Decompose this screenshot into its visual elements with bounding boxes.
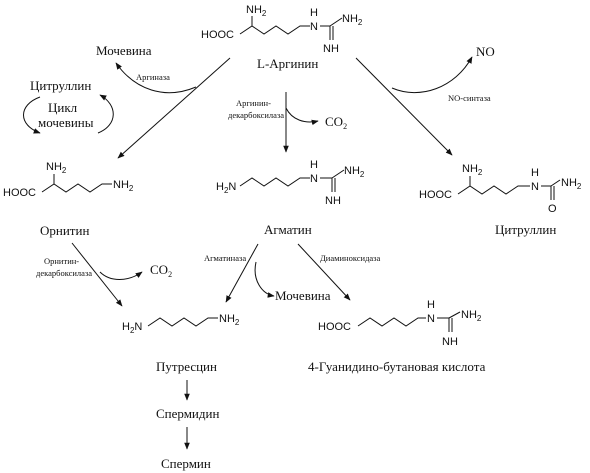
agmatine-h2n: H2N: [216, 181, 236, 195]
urea-release-arrow-2: [254, 261, 275, 298]
ornithine-delta-nh2: NH2: [113, 179, 134, 193]
ornithine-cooh: HOOC: [3, 187, 36, 199]
adc-label-line1: Аргинин-: [236, 98, 271, 108]
co2-label-1: CO2: [325, 114, 347, 131]
arginine-cooh: HOOC: [201, 29, 234, 41]
spermidine-label: Спермидин: [156, 406, 219, 421]
putrescine-label: Путресцин: [156, 359, 217, 374]
agmatine-h: H: [310, 159, 318, 171]
arginine-alpha-nh2: NH2: [246, 4, 267, 18]
arginine-structure: HOOC NH2 N H NH2 NH: [201, 4, 363, 55]
co2-release-arrow-2: [99, 271, 143, 280]
arginine-h: H: [310, 7, 318, 19]
arginine-to-ornithine-arrow: [117, 57, 231, 159]
gbutanoic-nh: N: [427, 313, 435, 325]
co2-release-arrow-1: [285, 107, 319, 126]
no-release-arrow: [391, 56, 473, 94]
no-label: NO: [476, 44, 495, 59]
diamine-oxidase-label: Диаминоксидаза: [320, 253, 381, 263]
citrulline-alpha-nh2: NH2: [462, 163, 483, 177]
gbutanoic-cooh: HOOC: [318, 321, 351, 333]
putrescine-structure: H2N NH2: [122, 313, 240, 335]
cycle-label-line2: мочевины: [38, 115, 94, 130]
citrulline-cooh: HOOC: [419, 189, 452, 201]
cycle-arrow-left: [23, 96, 41, 134]
ornithine-structure: HOOC NH2 NH2: [3, 161, 134, 199]
odc-label-line2: декарбоксилаза: [36, 268, 92, 278]
co2-label-2: CO2: [150, 262, 172, 279]
cycle-label-line1: Цикл: [48, 100, 78, 115]
arginine-imine: NH: [323, 43, 339, 55]
agmatine-guan-nh2: NH2: [344, 165, 365, 179]
agmatine-nh: N: [310, 173, 318, 185]
ornithine-label: Орнитин: [40, 223, 89, 238]
arginine-label: L-Аргинин: [257, 56, 318, 71]
cycle-citrulline-label: Цитруллин: [30, 78, 91, 93]
putrescine-nh2: NH2: [219, 313, 240, 327]
spermine-label: Спермин: [161, 456, 211, 471]
cycle-arrow-right: [97, 94, 114, 134]
arginine-to-citrulline-arrow: [355, 57, 453, 156]
agmatine-to-gbutanoic-arrow: [297, 243, 351, 301]
urea-release-arrow: [115, 62, 197, 94]
agmatine-imine: NH: [325, 195, 341, 207]
gbutanoic-label: 4-Гуанидино-бутановая кислота: [308, 359, 486, 374]
citrulline-structure: HOOC NH2 N H NH2 O: [419, 163, 582, 215]
adc-label-line2: декарбоксилаза: [228, 110, 284, 120]
no-synthase-label: NO-синтаза: [448, 93, 491, 103]
gbutanoic-h: H: [427, 299, 435, 311]
agmatine-to-putrescine-arrow: [225, 243, 259, 303]
citrulline-nh2: NH2: [561, 177, 582, 191]
putrescine-h2n: H2N: [122, 321, 142, 335]
citrulline-carbonyl-o: O: [548, 203, 557, 215]
arginase-label: Аргиназа: [136, 72, 170, 82]
agmatine-label: Агматин: [264, 222, 312, 237]
urea-top-label: Мочевина: [96, 43, 152, 58]
gbutanoic-structure: HOOC N H NH2 NH: [318, 299, 482, 348]
citrulline-h: H: [531, 167, 539, 179]
ornithine-alpha-nh2: NH2: [46, 161, 67, 175]
urea-mid-label: Мочевина: [275, 288, 331, 303]
gbutanoic-imine: NH: [442, 336, 458, 348]
gbutanoic-guan-nh2: NH2: [461, 309, 482, 323]
arginine-guan-nh2: NH2: [342, 13, 363, 27]
agmatinase-label: Агматиназа: [204, 253, 246, 263]
arginine-nh: N: [310, 21, 318, 33]
agmatine-structure: H2N N H NH2 NH: [216, 159, 365, 207]
citrulline-right-label: Цитруллин: [495, 222, 556, 237]
odc-label-line1: Орнитин-: [44, 256, 79, 266]
citrulline-nh: N: [531, 181, 539, 193]
ornithine-to-putrescine-arrow: [71, 242, 123, 307]
